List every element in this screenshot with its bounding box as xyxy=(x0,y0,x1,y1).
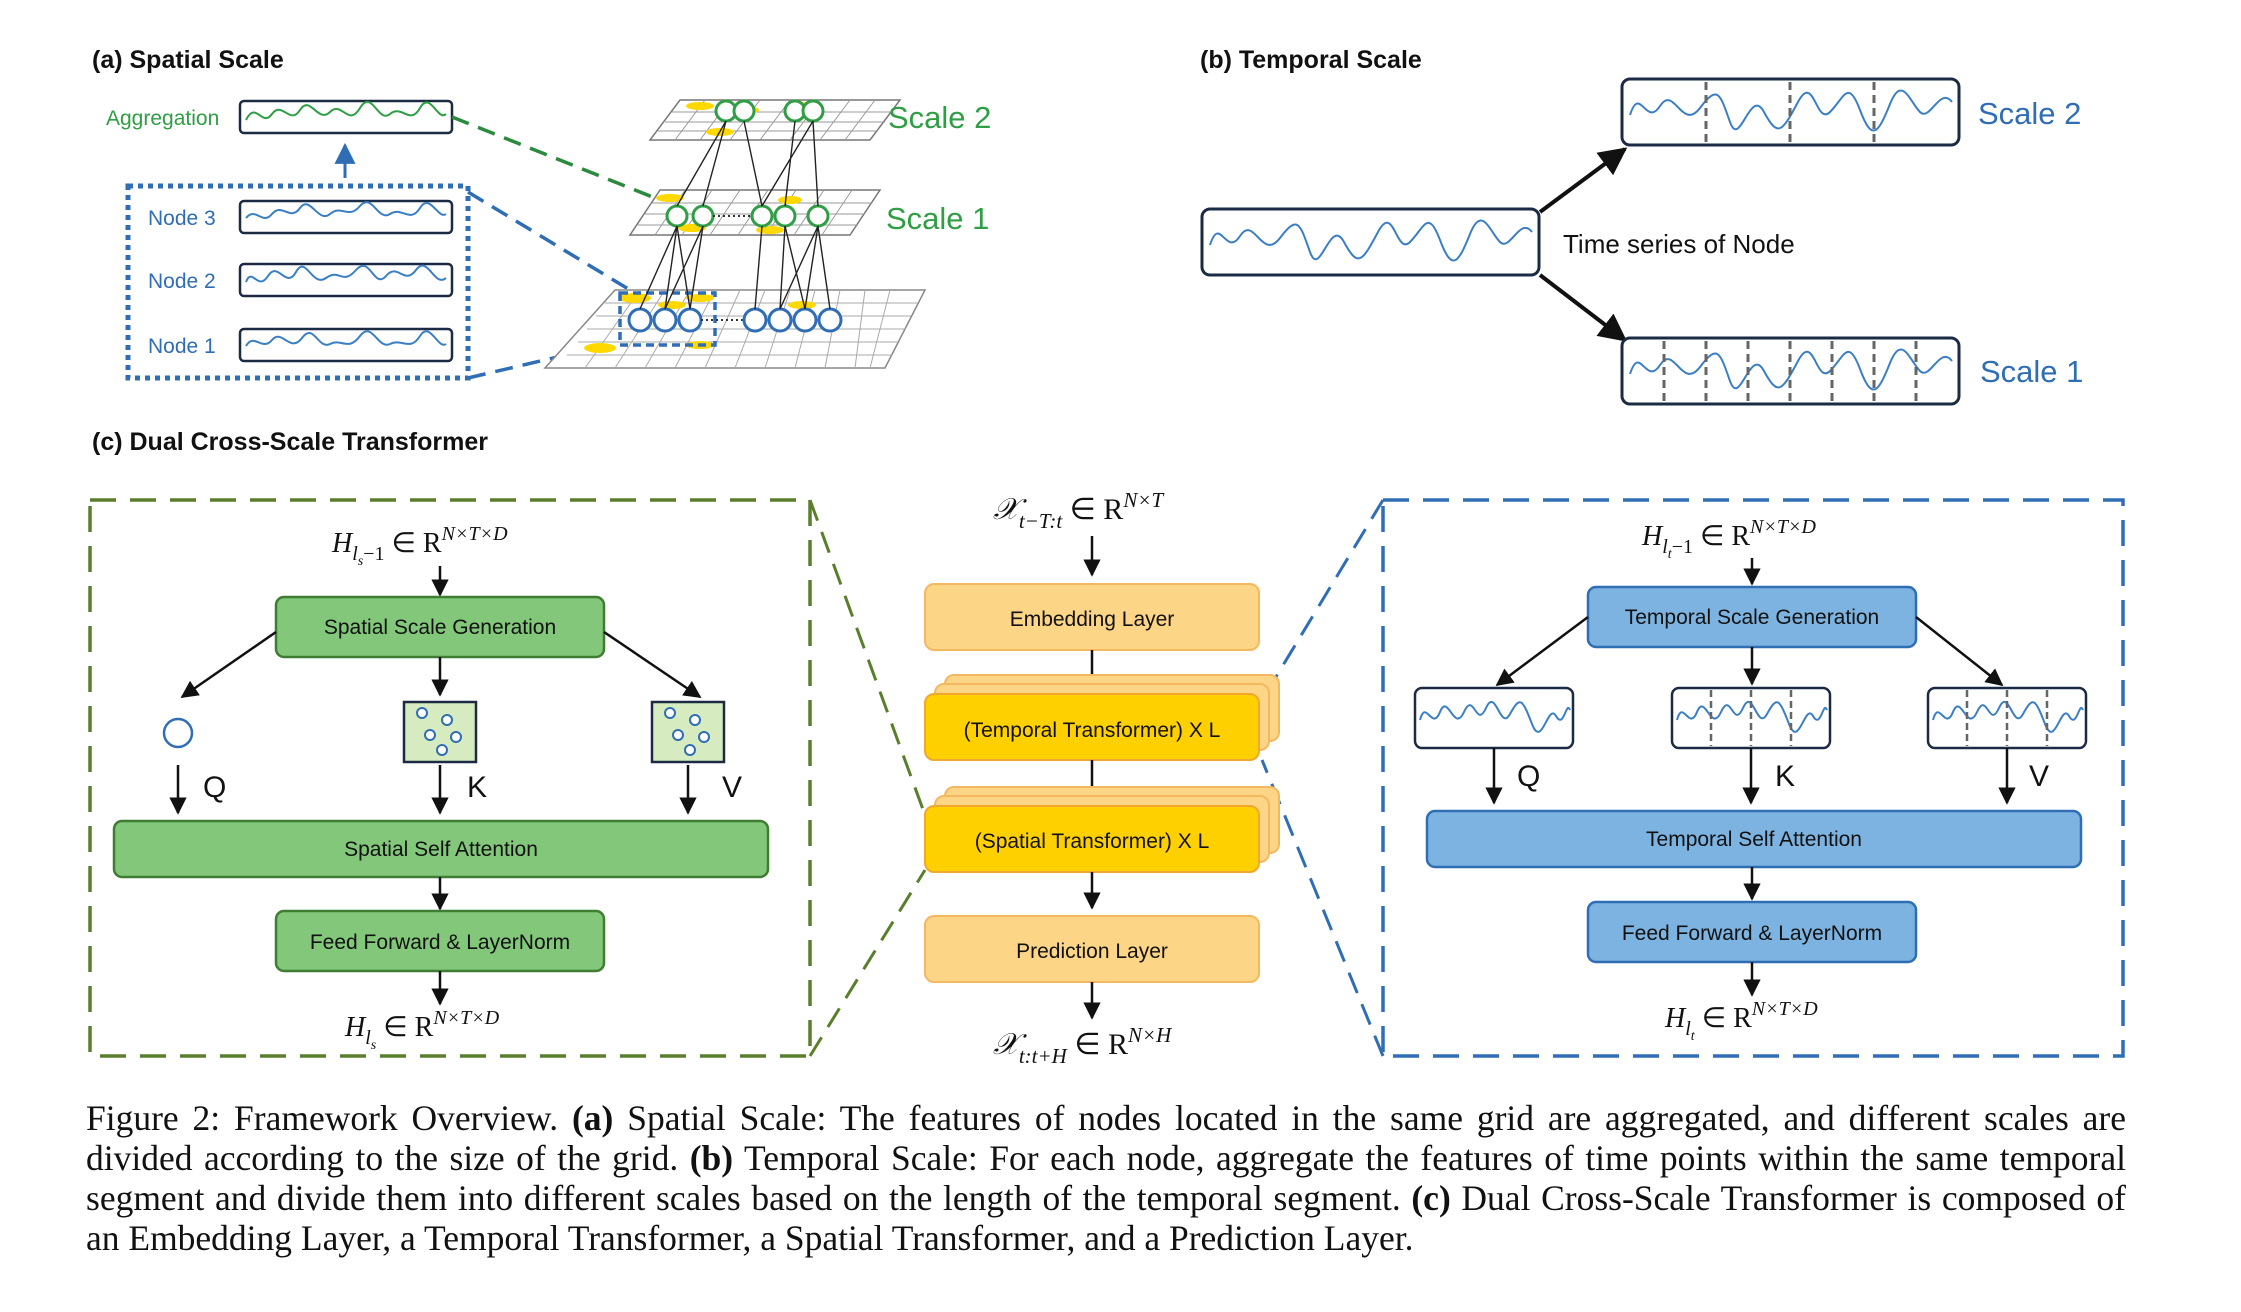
temporal-self-attention-block xyxy=(1425,809,2083,869)
panel-b-temporal-scale: (b) Temporal Scale Time series of Node S… xyxy=(1200,46,2083,406)
panel-a-spatial-scale: (a) Spatial Scale Aggregation Node 3 Nod… xyxy=(92,46,991,381)
caption-b-text: Temporal Scale: For each node, aggregate… xyxy=(86,1138,2126,1218)
spatial-output-math: Hls ∈ RN×T×D xyxy=(344,1007,500,1053)
node-2-label: Node 2 xyxy=(148,270,216,293)
panel-b-title: (b) Temporal Scale xyxy=(1200,46,1422,74)
spatial-transformer-label: (Spatial Transformer) X L xyxy=(975,830,1210,853)
spatial-self-attention-label: Spatial Self Attention xyxy=(344,838,538,861)
caption-c-text: Dual Cross-Scale Transformer is composed… xyxy=(86,1178,2126,1258)
caption-title: Framework Overview. xyxy=(234,1098,559,1138)
temporal-self-attention-label: Temporal Self Attention xyxy=(1646,828,1862,851)
caption-b-tag: (b) xyxy=(689,1138,734,1178)
temporal-ffn-label: Feed Forward & LayerNorm xyxy=(1622,922,1882,945)
embedding-layer-label: Embedding Layer xyxy=(1010,608,1175,631)
q-node-icon xyxy=(162,717,194,749)
spatial-q-label: Q xyxy=(203,771,226,804)
zoom-line-spatial-bottom xyxy=(808,869,927,1057)
center-architecture-stack: 𝒳t−T:t ∈ RN×T Embedding Layer (Temporal … xyxy=(924,488,1280,1068)
scale2-label-a: Scale 2 xyxy=(888,100,991,135)
zoom-line-spatial-top xyxy=(808,499,927,816)
spatial-v-label: V xyxy=(722,771,742,804)
scale1-label-a: Scale 1 xyxy=(886,201,989,236)
node-3-label: Node 3 xyxy=(148,207,216,230)
scale2-plane xyxy=(648,99,902,141)
caption-a-tag: (a) xyxy=(571,1098,614,1138)
series-label: Time series of Node xyxy=(1563,229,1795,259)
figure-caption: Figure 2: Framework Overview. (a) Spatia… xyxy=(86,1098,2126,1258)
scale2-label-b: Scale 2 xyxy=(1978,96,2081,131)
node-series-box xyxy=(1200,207,1541,277)
center-output-math: 𝒳t:t+H ∈ RN×H xyxy=(993,1023,1173,1068)
panel-a-title: (a) Spatial Scale xyxy=(92,46,284,74)
spatial-k-label: K xyxy=(467,771,487,804)
scale1-label-b: Scale 1 xyxy=(1980,354,2083,389)
node-group-dotted-box xyxy=(125,183,471,381)
arrow-to-scale2 xyxy=(1538,147,1628,214)
caption-figure-number: Figure 2: xyxy=(86,1098,221,1138)
center-input-math: 𝒳t−T:t ∈ RN×T xyxy=(993,488,1165,533)
node-1-label: Node 1 xyxy=(148,335,216,358)
temporal-q-label: Q xyxy=(1517,760,1540,793)
node-2-series-box xyxy=(238,262,454,298)
temporal-v-label: V xyxy=(2029,760,2049,793)
spatial-transformer-detail: Hls−1 ∈ RN×T×D Spatial Scale Generation … xyxy=(88,498,812,1058)
panel-c-title: (c) Dual Cross-Scale Transformer xyxy=(92,428,488,456)
zoom-line-temporal-bottom xyxy=(1260,759,1385,1057)
scale2-connector xyxy=(451,115,661,202)
temporal-k-label: K xyxy=(1775,760,1795,793)
scale1-connector xyxy=(467,190,631,292)
temporal-scale-generation-label: Temporal Scale Generation xyxy=(1625,606,1879,629)
node-1-series-box xyxy=(238,327,454,363)
caption-c-tag: (c) xyxy=(1411,1178,1451,1218)
scale1-plane xyxy=(628,120,882,236)
scale0-plane xyxy=(543,225,927,369)
spatial-scale-generation-label: Spatial Scale Generation xyxy=(324,616,556,639)
prediction-layer-label: Prediction Layer xyxy=(1016,940,1168,963)
framework-figure: (a) Spatial Scale Aggregation Node 3 Nod… xyxy=(88,46,2125,1068)
temporal-transformer-label: (Temporal Transformer) X L xyxy=(964,719,1221,742)
zoom-line-temporal-top xyxy=(1260,499,1385,701)
temporal-input-math: Hlt−1 ∈ RN×T×D xyxy=(1641,516,1817,562)
caption-a-text: Spatial Scale: The features of nodes loc… xyxy=(86,1098,2126,1178)
spatial-ffn-label: Feed Forward & LayerNorm xyxy=(310,931,570,954)
temporal-output-math: Hlt ∈ RN×T×D xyxy=(1664,998,1818,1044)
spatial-input-math: Hls−1 ∈ RN×T×D xyxy=(331,523,508,569)
aggregation-label: Aggregation xyxy=(106,107,219,130)
node-3-series-box xyxy=(238,199,454,235)
temporal-transformer-detail: Hlt−1 ∈ RN×T×D Temporal Scale Generation… xyxy=(1381,498,2125,1058)
arrow-to-scale1 xyxy=(1538,273,1628,342)
